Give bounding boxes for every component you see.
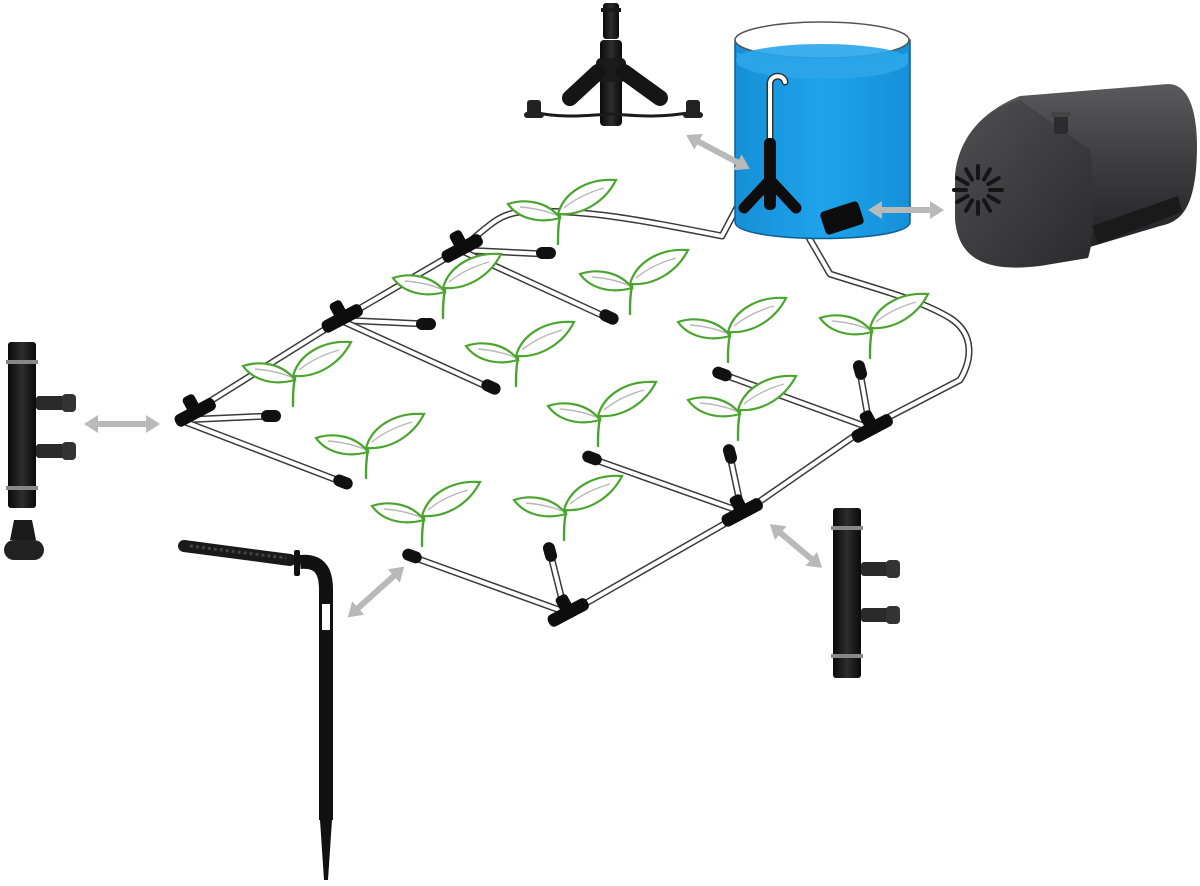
- double-arrow-icon: [769, 524, 823, 568]
- three-way-connector: [524, 3, 703, 126]
- plant-icon: [370, 480, 482, 548]
- double-arrow-icon: [868, 201, 944, 219]
- drip-line-end-caps: [261, 247, 868, 564]
- plant-icon: [241, 340, 353, 408]
- end-plug: [10, 520, 36, 540]
- double-arrow-icon: [84, 415, 160, 433]
- plant-icon: [578, 248, 690, 316]
- pump-in-bucket: [820, 201, 864, 235]
- dripper-stake: [178, 540, 333, 880]
- plant-icon: [818, 292, 930, 360]
- connection-arrows: [84, 133, 944, 618]
- submersible-pump: [952, 84, 1197, 268]
- end-cap: [582, 450, 602, 466]
- plant-icon: [676, 296, 788, 364]
- end-cap: [416, 318, 436, 330]
- plant-icon: [391, 252, 503, 320]
- plant-icon: [512, 474, 624, 542]
- plant-icon: [314, 412, 426, 480]
- end-cap: [333, 474, 353, 490]
- plant-icon: [686, 374, 798, 442]
- end-cap: [481, 379, 501, 395]
- end-cap: [542, 542, 558, 562]
- end-cap: [852, 360, 868, 380]
- end-cap: [536, 247, 556, 259]
- end-cap: [722, 444, 738, 464]
- end-cap: [712, 366, 732, 382]
- end-cap: [261, 410, 281, 422]
- manifold-right: [831, 508, 900, 678]
- double-arrow-icon: [347, 566, 405, 618]
- water-bucket: [734, 21, 911, 240]
- end-cap: [599, 309, 619, 325]
- end-cap: [402, 548, 422, 564]
- pump-grille-icon: [952, 164, 1004, 216]
- plant-icon: [546, 380, 658, 448]
- double-arrow-icon: [686, 133, 750, 171]
- drip-lines: [176, 246, 874, 616]
- manifold-left: [4, 342, 76, 560]
- plant-icon: [464, 320, 576, 388]
